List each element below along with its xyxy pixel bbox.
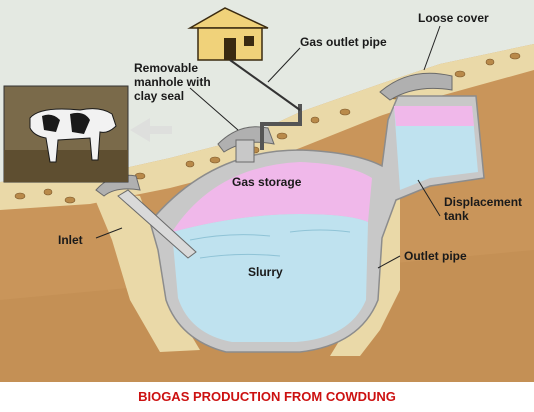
displacement-gas — [394, 106, 474, 126]
slurry — [172, 214, 368, 342]
house-window — [244, 36, 254, 46]
leader-lines — [95, 25, 441, 269]
house — [187, 7, 269, 61]
label-gas-storage: Gas storage — [232, 175, 302, 189]
house-gas-line — [229, 59, 301, 111]
label-displacement-line2: tank — [444, 209, 469, 223]
label-manhole-line2: manhole with — [134, 75, 211, 89]
gas-storage — [172, 162, 372, 232]
manhole-neck — [235, 139, 255, 163]
cow-photo — [3, 85, 129, 183]
loose-cover — [379, 72, 453, 101]
inflow-arrow — [130, 118, 172, 142]
gravel-stones — [14, 52, 521, 204]
house-door — [224, 38, 236, 60]
label-displacement-line1: Displacement — [444, 195, 522, 209]
gas-outlet-pipe — [260, 104, 302, 150]
label-outlet-pipe: Outlet pipe — [404, 249, 467, 263]
inlet-pipe — [117, 189, 197, 259]
displacement-tank — [394, 106, 478, 190]
label-gas-outlet-pipe: Gas outlet pipe — [300, 35, 387, 49]
slurry-ripples — [189, 229, 351, 259]
label-manhole-line3: clay seal — [134, 89, 184, 103]
label-inlet: Inlet — [58, 233, 83, 247]
label-slurry: Slurry — [248, 265, 283, 279]
label-loose-cover: Loose cover — [418, 11, 489, 25]
label-manhole-line1: Removable — [134, 61, 198, 75]
caption-title: BIOGAS PRODUCTION FROM COWDUNG — [138, 389, 396, 404]
caption-bar — [0, 382, 534, 412]
